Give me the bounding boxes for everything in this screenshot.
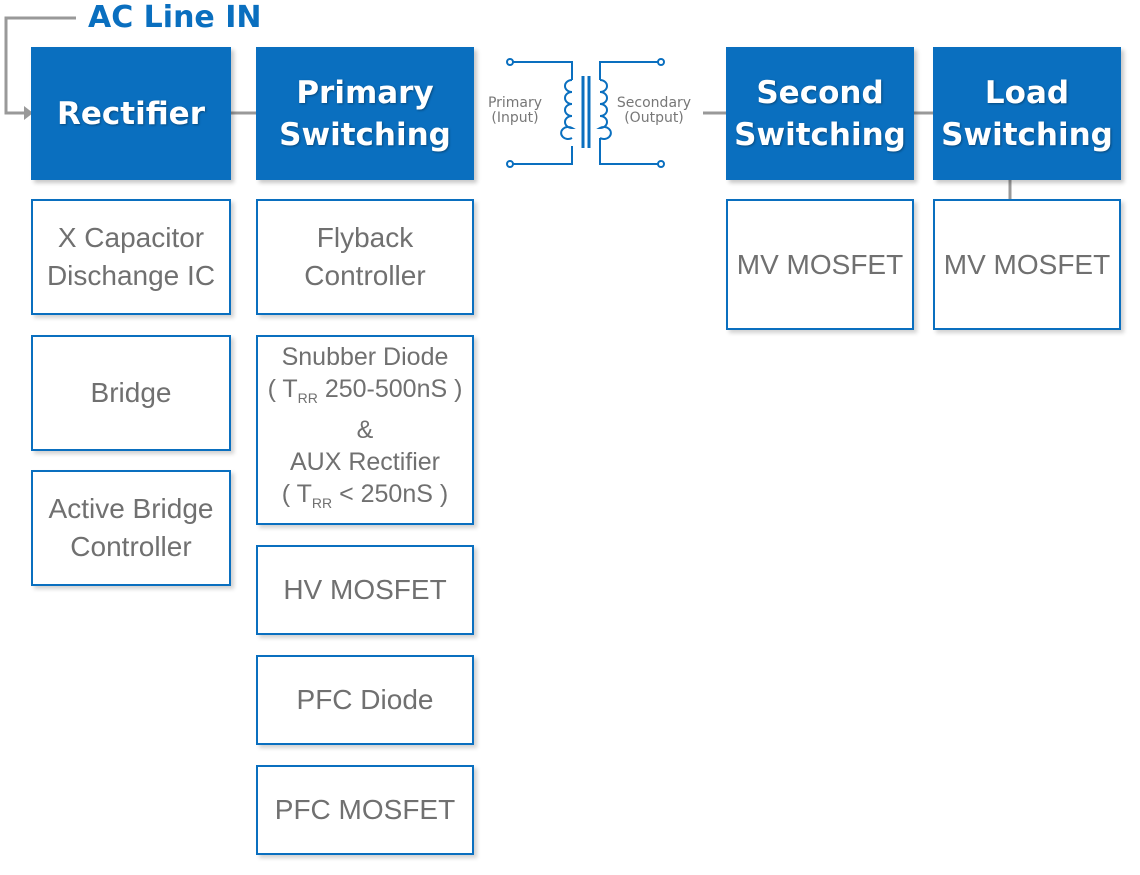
snubber-trr2: ( TRR < 250nS ) (282, 478, 448, 519)
bridge-box: Bridge (31, 335, 231, 451)
load-switching-line2: Switching (941, 116, 1113, 153)
snubber-trr2-open: ( T (281, 480, 312, 508)
hv-mosfet-box: HV MOSFET (256, 545, 474, 635)
primary-label-line2: (Input) (491, 110, 539, 126)
active-bridge-line1: Active Bridge (48, 493, 214, 524)
x-capacitor-line2: Dischange IC (46, 260, 216, 291)
transformer-symbol (506, 58, 665, 168)
pfc-diode-box: PFC Diode (256, 655, 474, 745)
snubber-diode-box: Snubber Diode ( TRR 250-500nS ) & AUX Re… (256, 335, 474, 525)
pfc-diode-label: PFC Diode (296, 684, 434, 715)
snubber-line4: AUX Rectifier (289, 448, 441, 476)
active-bridge-line2: Controller (70, 531, 192, 562)
second-switching-header: Second Switching (726, 47, 914, 180)
snubber-trr1-sub: RR (297, 390, 318, 406)
snubber-trr1-open: ( T (267, 375, 298, 403)
primary-switching-header: Primary Switching (256, 47, 474, 180)
snubber-trr2-rest: < 250nS ) (332, 480, 449, 508)
active-bridge-box: Active Bridge Controller (31, 470, 231, 586)
second-switching-line1: Second (756, 74, 884, 111)
load-switching-header: Load Switching (933, 47, 1121, 180)
snubber-trr1: ( TRR 250-500nS ) (268, 373, 463, 414)
load-mv-mosfet-label: MV MOSFET (943, 248, 1111, 280)
second-mv-mosfet-label: MV MOSFET (736, 248, 904, 280)
flyback-controller-box: Flyback Controller (256, 199, 474, 315)
snubber-trr2-sub: RR (311, 495, 333, 511)
second-switching-line2: Switching (734, 116, 906, 153)
primary-switching-line1: Primary (296, 74, 434, 111)
snubber-line1: Snubber Diode (281, 343, 449, 371)
transformer-primary-label: Primary (Input) (482, 96, 548, 126)
snubber-trr1-rest: 250-500nS ) (317, 375, 463, 403)
pfc-mosfet-box: PFC MOSFET (256, 765, 474, 855)
flyback-line1: Flyback (316, 222, 414, 253)
second-mv-mosfet-box: MV MOSFET (726, 199, 914, 330)
ac-line-arrowhead (24, 106, 33, 120)
rectifier-header: Rectifier (31, 47, 231, 180)
secondary-label-line1: Secondary (616, 95, 692, 111)
load-switching-line1: Load (984, 74, 1070, 111)
transformer-secondary-label: Secondary (Output) (612, 96, 696, 126)
pfc-mosfet-label: PFC MOSFET (274, 794, 456, 825)
ac-line-in-title: AC Line IN (88, 0, 262, 35)
x-capacitor-box: X Capacitor Dischange IC (31, 199, 231, 315)
primary-label-line1: Primary (487, 95, 543, 111)
primary-switching-line2: Switching (279, 116, 451, 153)
flyback-line2: Controller (304, 260, 426, 291)
load-mv-mosfet-box: MV MOSFET (933, 199, 1121, 330)
hv-mosfet-label: HV MOSFET (283, 574, 447, 605)
x-capacitor-line1: X Capacitor (57, 222, 205, 253)
rectifier-header-label: Rectifier (56, 95, 205, 132)
ac-line-connector (4, 16, 76, 115)
bridge-label: Bridge (90, 377, 172, 408)
secondary-label-line2: (Output) (624, 110, 684, 126)
snubber-amp: & (356, 416, 374, 444)
